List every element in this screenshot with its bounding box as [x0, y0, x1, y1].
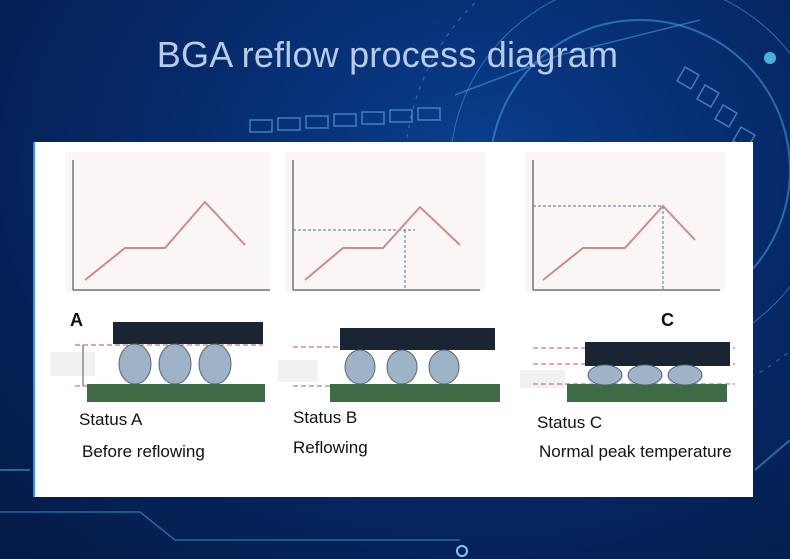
cross-section-c — [520, 342, 735, 402]
status-a-description: Before reflowing — [82, 442, 205, 461]
solder-ball-a-2 — [158, 343, 192, 385]
substrate-c — [567, 384, 727, 402]
diagram-title: BGA reflow process diagram — [156, 34, 619, 75]
status-c-label: Status C — [537, 413, 603, 432]
stage-b — [285, 152, 485, 292]
solder-ball-b-1 — [344, 349, 376, 385]
gap-marker-b — [278, 360, 318, 382]
cross-section-a — [50, 322, 265, 402]
gap-marker-a — [50, 352, 95, 376]
solder-ball-b-3 — [428, 349, 460, 385]
solder-ball-c-1 — [587, 364, 623, 386]
panel-accent-edge — [33, 142, 36, 497]
solder-ball-a-3 — [198, 343, 232, 385]
profile-line-a — [84, 200, 246, 281]
solder-ball-b-2 — [386, 349, 418, 385]
solder-ball-c-2 — [627, 364, 663, 386]
cross-section-b — [278, 328, 500, 402]
status-c-description: Normal peak temperature — [539, 442, 732, 461]
gap-marker-c — [520, 370, 565, 388]
solder-ball-a-1 — [118, 343, 152, 385]
stage-letter-c: C — [661, 310, 674, 330]
status-b-label: Status B — [293, 408, 358, 427]
chip-body-b — [340, 328, 495, 350]
diagram-panel: A C Status A Before reflowing Status B R… — [35, 142, 753, 497]
stage-c — [525, 152, 725, 292]
profile-line-b — [304, 205, 461, 281]
profile-line-c — [542, 204, 696, 281]
stage-letter-a: A — [70, 310, 83, 330]
solder-ball-c-3 — [667, 364, 703, 386]
substrate-b — [330, 384, 500, 402]
stage-a — [65, 152, 270, 292]
reflow-diagram: A C — [50, 152, 735, 402]
substrate-a — [87, 384, 265, 402]
status-a-label: Status A — [79, 410, 143, 429]
chip-body-c — [585, 342, 730, 366]
chip-body-a — [113, 322, 263, 344]
status-b-description: Reflowing — [293, 438, 368, 457]
